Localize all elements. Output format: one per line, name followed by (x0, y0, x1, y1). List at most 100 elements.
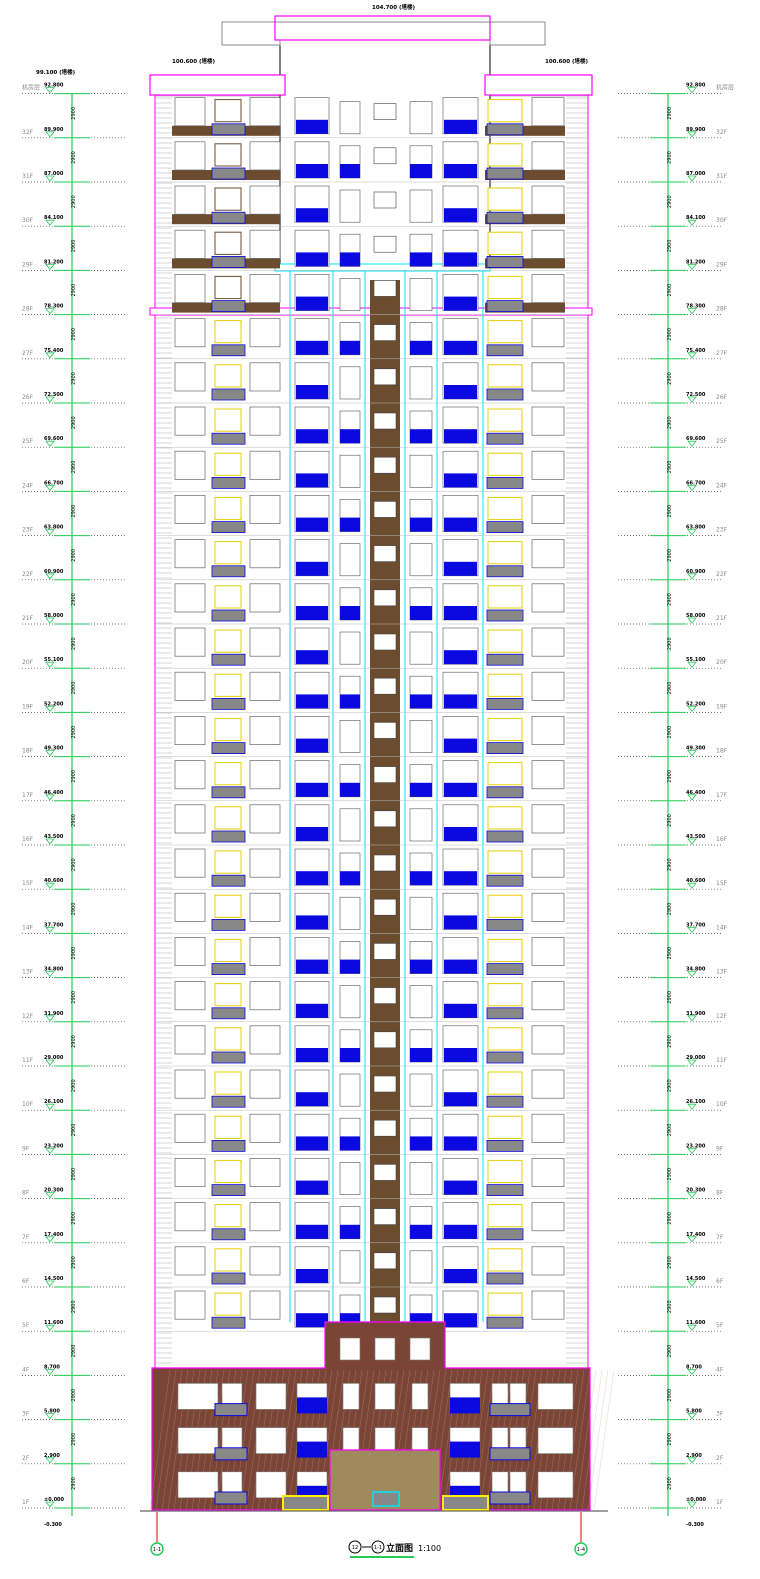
window (531, 848, 565, 878)
level-triangle-icon (45, 264, 55, 271)
blue-balcony (444, 1224, 477, 1239)
window (214, 1159, 242, 1184)
level-triangle-icon (687, 1059, 697, 1066)
window (249, 495, 281, 524)
window (174, 892, 206, 922)
crown-parapet (274, 15, 491, 41)
window (249, 362, 281, 392)
balcony-rail (486, 300, 524, 313)
balcony-rail (211, 1184, 246, 1196)
level-name: 14F (716, 924, 728, 931)
window (531, 362, 565, 392)
level-triangle-icon (687, 1103, 697, 1110)
floor-row-27F (155, 318, 588, 360)
floor-height-dimension: 2900 (667, 107, 673, 120)
level-name: 32F (716, 129, 728, 136)
level-elevation: 34.800 (686, 967, 706, 973)
balcony-rail (211, 521, 246, 533)
level-elevation: 11.600 (686, 1320, 706, 1326)
balcony-rail (486, 123, 524, 136)
floor-height-dimension: 2900 (71, 1345, 77, 1358)
window (531, 1025, 565, 1055)
level-triangle-icon (45, 1457, 55, 1464)
floor-height-dimension: 2900 (71, 240, 77, 253)
window (487, 850, 523, 874)
level-triangle-icon (45, 1148, 55, 1155)
level-triangle-icon (45, 1280, 55, 1287)
window (214, 806, 242, 830)
blue-balcony (296, 1092, 328, 1107)
level-elevation: 58.000 (44, 613, 64, 619)
level-name: 11F (22, 1057, 34, 1064)
window (531, 318, 565, 348)
floor-height-dimension: 2900 (71, 195, 77, 208)
floor-height-dimension: 2900 (667, 372, 673, 385)
level-elevation: 14.500 (44, 1276, 64, 1282)
window (214, 99, 242, 123)
window (249, 848, 281, 878)
balcony-rail (486, 167, 524, 180)
blue-balcony (410, 340, 432, 355)
floor-row-25F (155, 406, 588, 448)
balcony-rail (486, 786, 524, 799)
level-triangle-icon (45, 1103, 55, 1110)
blue-balcony (296, 1313, 328, 1328)
blue-balcony (444, 1003, 477, 1018)
window (249, 1202, 281, 1232)
floor-height-dimension: 2900 (667, 195, 673, 208)
window (214, 320, 242, 344)
roof-elevation-label: 99.100 (塔楼) (36, 68, 76, 76)
balcony-rail (486, 1051, 524, 1064)
floor-height-dimension: 2900 (71, 107, 77, 120)
floor-height-dimension: 2900 (667, 1345, 673, 1358)
balcony-rail (486, 1140, 524, 1152)
window (531, 1158, 565, 1187)
podium-window (177, 1471, 219, 1499)
window (214, 1204, 242, 1228)
floor-row-22F (155, 539, 588, 581)
level-elevation: 31.900 (44, 1011, 64, 1017)
window (409, 896, 433, 930)
window (174, 97, 206, 127)
blue-balcony (296, 1048, 328, 1062)
window (531, 804, 565, 834)
level-triangle-icon (45, 750, 55, 757)
level-name: 7F (22, 1234, 30, 1241)
balcony-rail (211, 388, 246, 401)
level-elevation: 46.400 (44, 790, 64, 796)
ground-elevation: -0.300 (44, 1522, 62, 1528)
window (409, 189, 433, 223)
level-elevation: 92.800 (686, 83, 706, 89)
floor-height-dimension: 2900 (71, 1212, 77, 1225)
window (339, 808, 361, 842)
blue-balcony (410, 606, 432, 620)
blue-balcony (444, 473, 477, 488)
window (174, 937, 206, 966)
blue-balcony (444, 1092, 477, 1107)
level-name: 14F (22, 924, 34, 931)
window (339, 278, 361, 311)
level-elevation: 5.800 (686, 1409, 702, 1415)
balcony-rail (214, 1447, 248, 1461)
level-elevation: 8.700 (686, 1364, 702, 1370)
brown-band (485, 258, 565, 269)
level-triangle-icon (45, 396, 55, 403)
level-elevation: 46.400 (686, 790, 706, 796)
floor-height-dimension: 2900 (667, 1433, 673, 1446)
blue-balcony (444, 1136, 477, 1151)
blue-balcony (296, 650, 328, 665)
blue-balcony (444, 517, 477, 532)
level-name: 24F (22, 482, 34, 489)
level-triangle-icon (687, 882, 697, 889)
level-triangle-icon (687, 131, 697, 138)
level-elevation: 60.900 (686, 569, 706, 575)
level-name: 17F (22, 792, 34, 799)
level-elevation: 8.700 (44, 1364, 60, 1370)
level-name: 3F (22, 1411, 30, 1418)
blue-balcony (444, 561, 477, 576)
floor-height-dimension: 2900 (71, 284, 77, 297)
window (373, 633, 397, 651)
floor-height-dimension: 2900 (71, 1256, 77, 1269)
level-elevation: ±0.000 (686, 1497, 707, 1503)
level-name: 21F (22, 615, 34, 622)
